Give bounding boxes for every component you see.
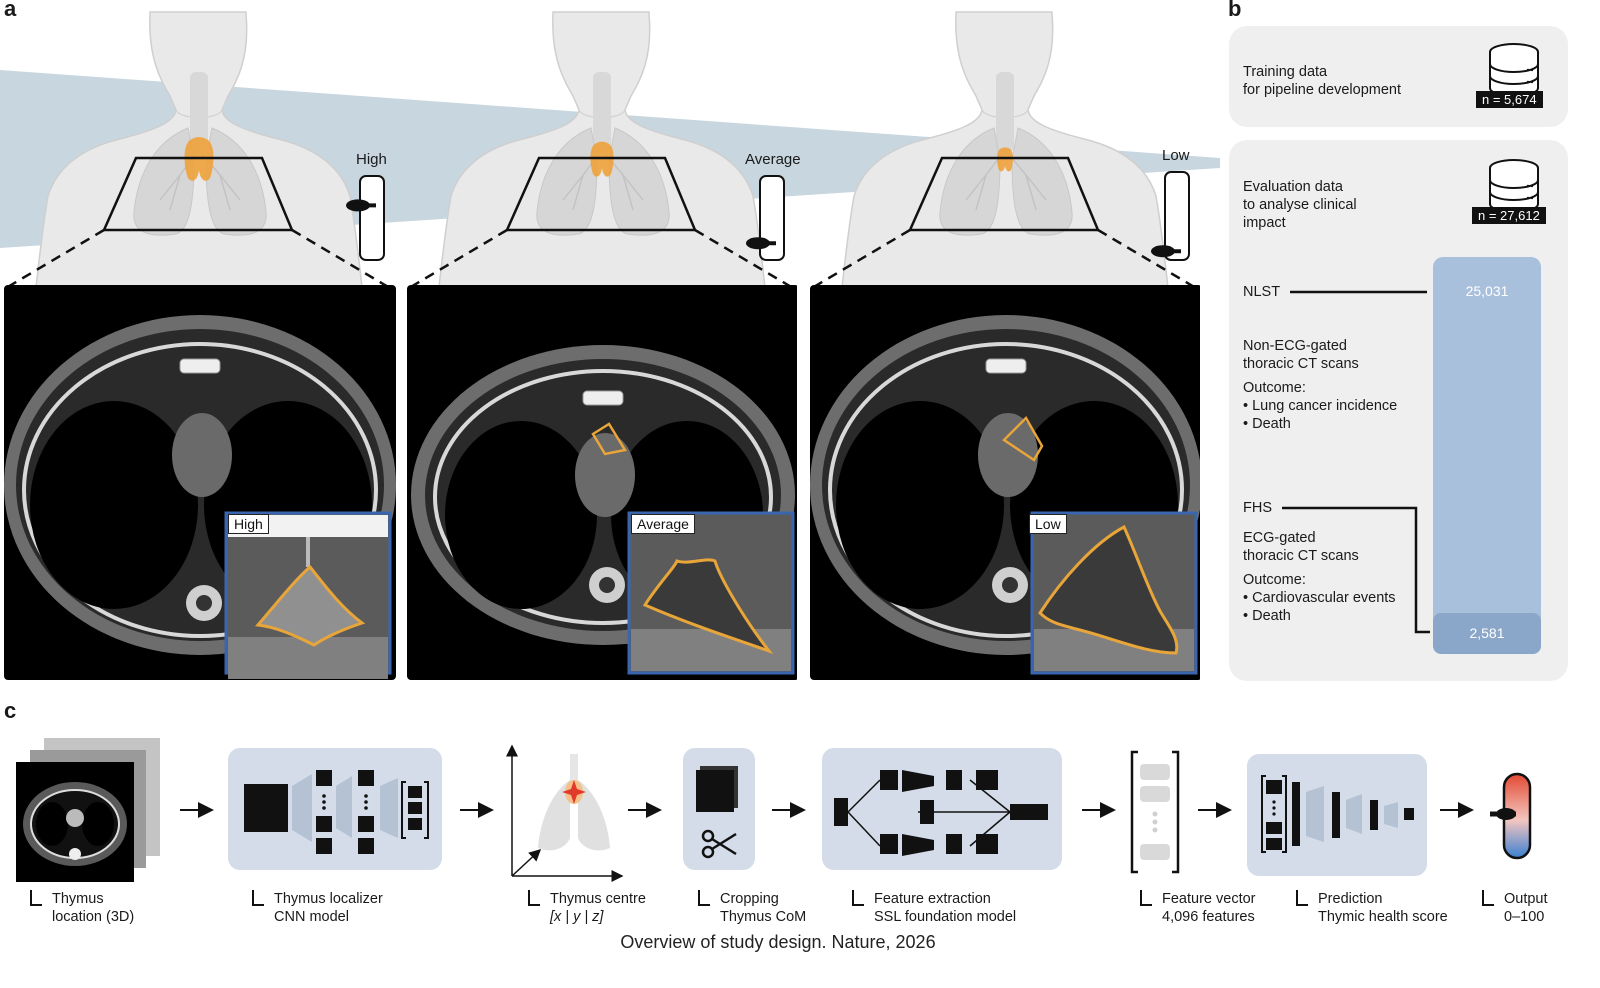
zoom-lines — [5, 228, 391, 290]
stage-marker — [1140, 890, 1152, 906]
level-label-low: Low — [1162, 147, 1190, 164]
localizer-box — [228, 748, 442, 870]
stage-label: Feature extraction SSL foundation model — [874, 891, 1017, 925]
training-n-badge: n = 5,674 — [1476, 91, 1543, 108]
panel-label-a: a — [4, 0, 17, 21]
panel-label-c: c — [4, 698, 17, 723]
ct-scan-high — [4, 285, 396, 680]
stage-marker — [698, 890, 710, 906]
body-illustration — [839, 11, 1171, 305]
ct-slice-thumbnail — [16, 762, 134, 882]
stage-marker — [1296, 890, 1308, 906]
evaluation-data-text: Evaluation data to analyse clinical impa… — [1243, 179, 1357, 231]
cohort-connectors — [1282, 290, 1430, 634]
level-gauge — [746, 175, 785, 261]
level-gauge — [1151, 171, 1190, 261]
stage-label: Thymus location (3D) — [52, 891, 135, 925]
stage-label: Cropping Thymus CoM — [720, 891, 807, 925]
stage-label: Thymus centre [x | y | z] — [550, 891, 646, 925]
stage-label: Feature vector 4,096 features — [1162, 891, 1256, 925]
figure-caption: Overview of study design. Nature, 2026 — [620, 932, 936, 952]
fhs-count: 2,581 — [1469, 625, 1505, 641]
stage-marker — [30, 890, 42, 906]
database-icon — [1489, 43, 1539, 97]
nlst-count: 25,031 — [1465, 283, 1509, 299]
zoom-lines — [408, 228, 794, 290]
level-label-average: Average — [745, 151, 801, 168]
stage-label: Prediction Thymic health score — [1318, 891, 1448, 925]
body-illustration — [33, 11, 365, 305]
stage-marker — [852, 890, 864, 906]
nlst-label: NLST — [1243, 284, 1281, 300]
stage-label: Output 0–100 — [1504, 891, 1548, 925]
cohort-bar — [1433, 257, 1541, 654]
stage-marker — [1482, 890, 1494, 906]
ct-scan-average — [407, 285, 797, 680]
zoom-lines — [811, 228, 1197, 290]
evaluation-n-badge: n = 27,612 — [1472, 207, 1546, 224]
ct-scan-low — [810, 285, 1200, 680]
inset-label-high: High — [228, 514, 269, 534]
inset-label-low: Low — [1029, 514, 1067, 534]
panel-label-b: b — [1228, 0, 1242, 21]
level-gauge — [346, 175, 385, 261]
stage-marker — [528, 890, 540, 906]
body-illustration — [436, 11, 768, 305]
level-label-high: High — [356, 151, 387, 168]
inset-label-average: Average — [631, 514, 695, 534]
stage-marker — [252, 890, 264, 906]
training-data-text: Training data for pipeline development — [1243, 64, 1401, 98]
database-icon — [1489, 159, 1539, 213]
fhs-label: FHS — [1243, 500, 1272, 516]
pipeline-diagram — [180, 744, 1532, 882]
cohort-bar-fhs-segment — [1433, 613, 1541, 654]
fhs-description: ECG-gated thoracic CT scans Outcome: • C… — [1243, 530, 1396, 624]
stage-label: Thymus localizer CNN model — [274, 891, 383, 925]
nlst-description: Non-ECG-gated thoracic CT scans Outcome:… — [1243, 338, 1398, 432]
